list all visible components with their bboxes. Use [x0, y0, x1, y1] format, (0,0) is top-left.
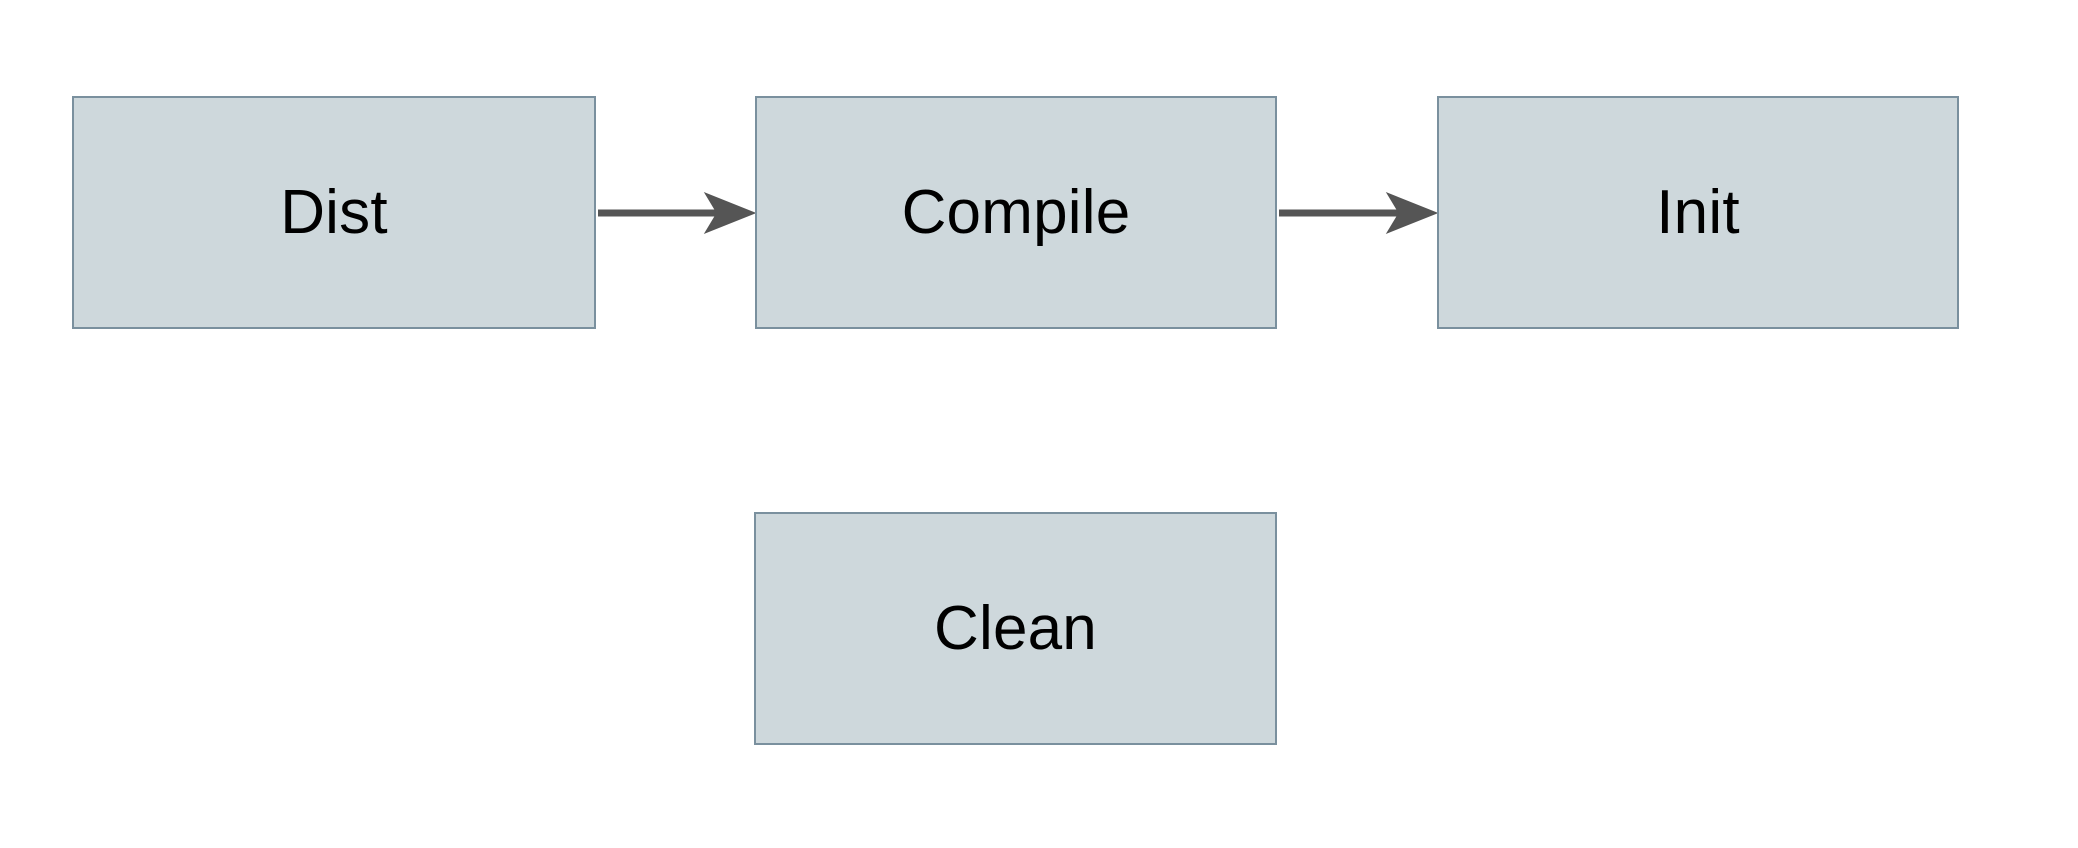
- edge-dist-to-compile[interactable]: [598, 191, 757, 235]
- node-clean[interactable]: Clean: [754, 512, 1277, 745]
- node-clean-label: Clean: [934, 593, 1097, 663]
- edge-compile-to-init[interactable]: [1279, 191, 1439, 235]
- node-dist-label: Dist: [280, 177, 388, 247]
- node-init[interactable]: Init: [1437, 96, 1959, 329]
- edge-dist-to-compile-arrowhead: [703, 191, 757, 235]
- node-compile[interactable]: Compile: [755, 96, 1277, 329]
- node-compile-label: Compile: [901, 177, 1131, 247]
- node-dist[interactable]: Dist: [72, 96, 596, 329]
- edge-compile-to-init-arrowhead: [1385, 191, 1439, 235]
- node-init-label: Init: [1656, 177, 1740, 247]
